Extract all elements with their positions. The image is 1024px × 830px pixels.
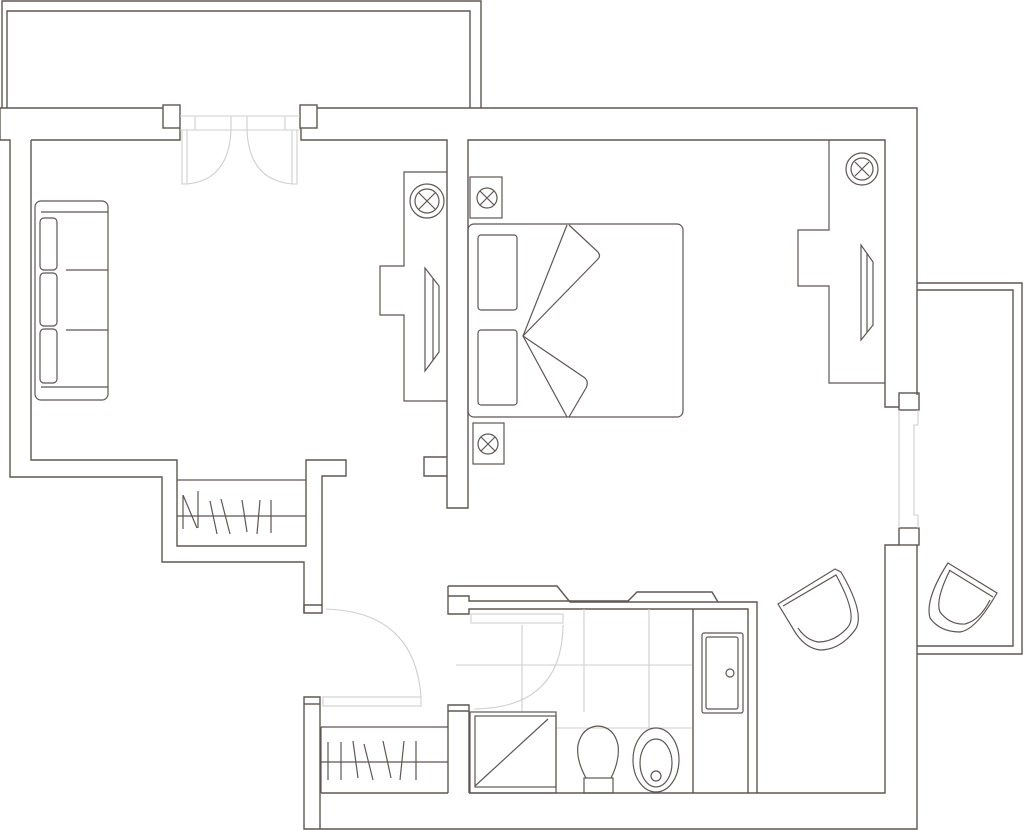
toilet bbox=[577, 725, 619, 794]
window-pillars bbox=[162, 104, 920, 546]
entry-door[interactable] bbox=[322, 608, 422, 707]
double-bed bbox=[467, 223, 684, 418]
sink bbox=[701, 632, 744, 714]
armchair-bedroom bbox=[777, 568, 859, 651]
closet-hall bbox=[177, 479, 306, 535]
bathroom-door[interactable] bbox=[470, 613, 564, 710]
top-balcony bbox=[1, 0, 482, 108]
living-tv-unit bbox=[379, 171, 447, 402]
nightstand-top bbox=[469, 176, 503, 219]
right-balcony bbox=[917, 282, 1023, 655]
shower bbox=[469, 711, 557, 794]
bedroom-tv-unit bbox=[797, 140, 885, 384]
bidet bbox=[632, 727, 680, 793]
closet-entry bbox=[320, 726, 448, 793]
balcony-door-top[interactable] bbox=[180, 115, 300, 185]
armchair-balcony bbox=[928, 562, 998, 633]
walls bbox=[0, 107, 918, 830]
balcony-door-right[interactable] bbox=[898, 410, 919, 528]
nightstand-bottom bbox=[472, 422, 505, 465]
sofa bbox=[34, 200, 109, 401]
bathroom bbox=[456, 609, 694, 793]
